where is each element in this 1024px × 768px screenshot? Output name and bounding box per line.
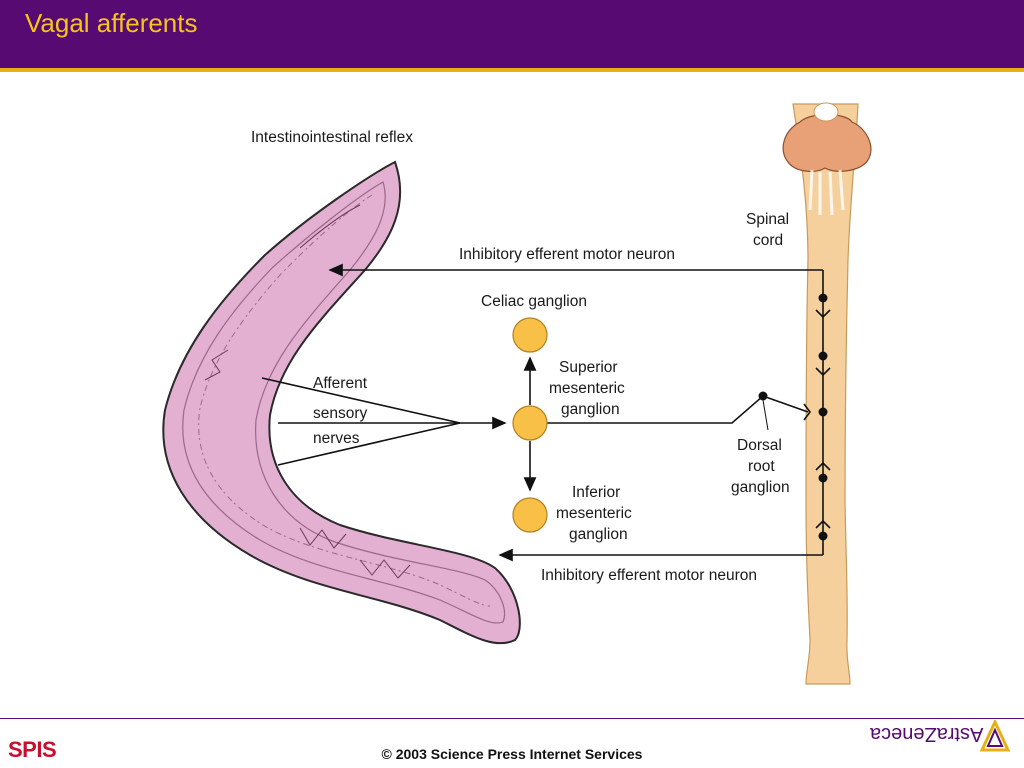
dorsal-root-ganglion-dot (758, 391, 768, 401)
spinal-synapses (815, 293, 831, 541)
spinal-cord (782, 102, 872, 685)
copyright-text: © 2003 Science Press Internet Services (381, 746, 643, 762)
afferent-label-1: Afferent (313, 375, 368, 392)
dorsal-label-2: root (748, 458, 775, 475)
afferent-label-3: nerves (313, 430, 360, 447)
inferior-label-3: ganglion (569, 526, 628, 543)
superior-mesenteric-ganglion (512, 405, 548, 441)
footer-divider (0, 718, 1024, 719)
header-divider (0, 68, 1024, 72)
header-bar (0, 0, 1024, 68)
superior-label-3: ganglion (561, 401, 620, 418)
astrazeneca-swirl-icon (980, 720, 1010, 752)
celiac-ganglion (512, 317, 548, 353)
superior-label-1: Superior (559, 359, 618, 376)
brainstem (782, 113, 872, 172)
afferent-label-2: sensory (313, 405, 368, 422)
inhibitory-label-bottom: Inhibitory efferent motor neuron (541, 567, 757, 584)
sponsor-wordmark: AstraZeneca (870, 723, 984, 745)
inferior-label-2: mesenteric (556, 505, 632, 522)
spinal-cord-label-2: cord (753, 232, 783, 249)
celiac-label: Celiac ganglion (481, 293, 587, 310)
dorsal-label-1: Dorsal (737, 437, 782, 454)
inferior-mesenteric-ganglion (512, 497, 548, 533)
spis-logo: SPIS (8, 737, 57, 762)
intestine (162, 160, 521, 645)
page-title: Vagal afferents (25, 8, 198, 38)
diagram-title: Intestinointestinal reflex (251, 129, 413, 146)
astrazeneca-logo: AstraZeneca (866, 718, 1016, 760)
afferent-nerves (261, 377, 507, 466)
dorsal-label-3: ganglion (731, 479, 790, 496)
superior-label-2: mesenteric (549, 380, 625, 397)
inhibitory-label-top: Inhibitory efferent motor neuron (459, 246, 675, 263)
dorsal-root-fiber (530, 395, 809, 424)
spinal-cord-label-1: Spinal (746, 211, 789, 228)
inferior-label-1: Inferior (572, 484, 620, 501)
